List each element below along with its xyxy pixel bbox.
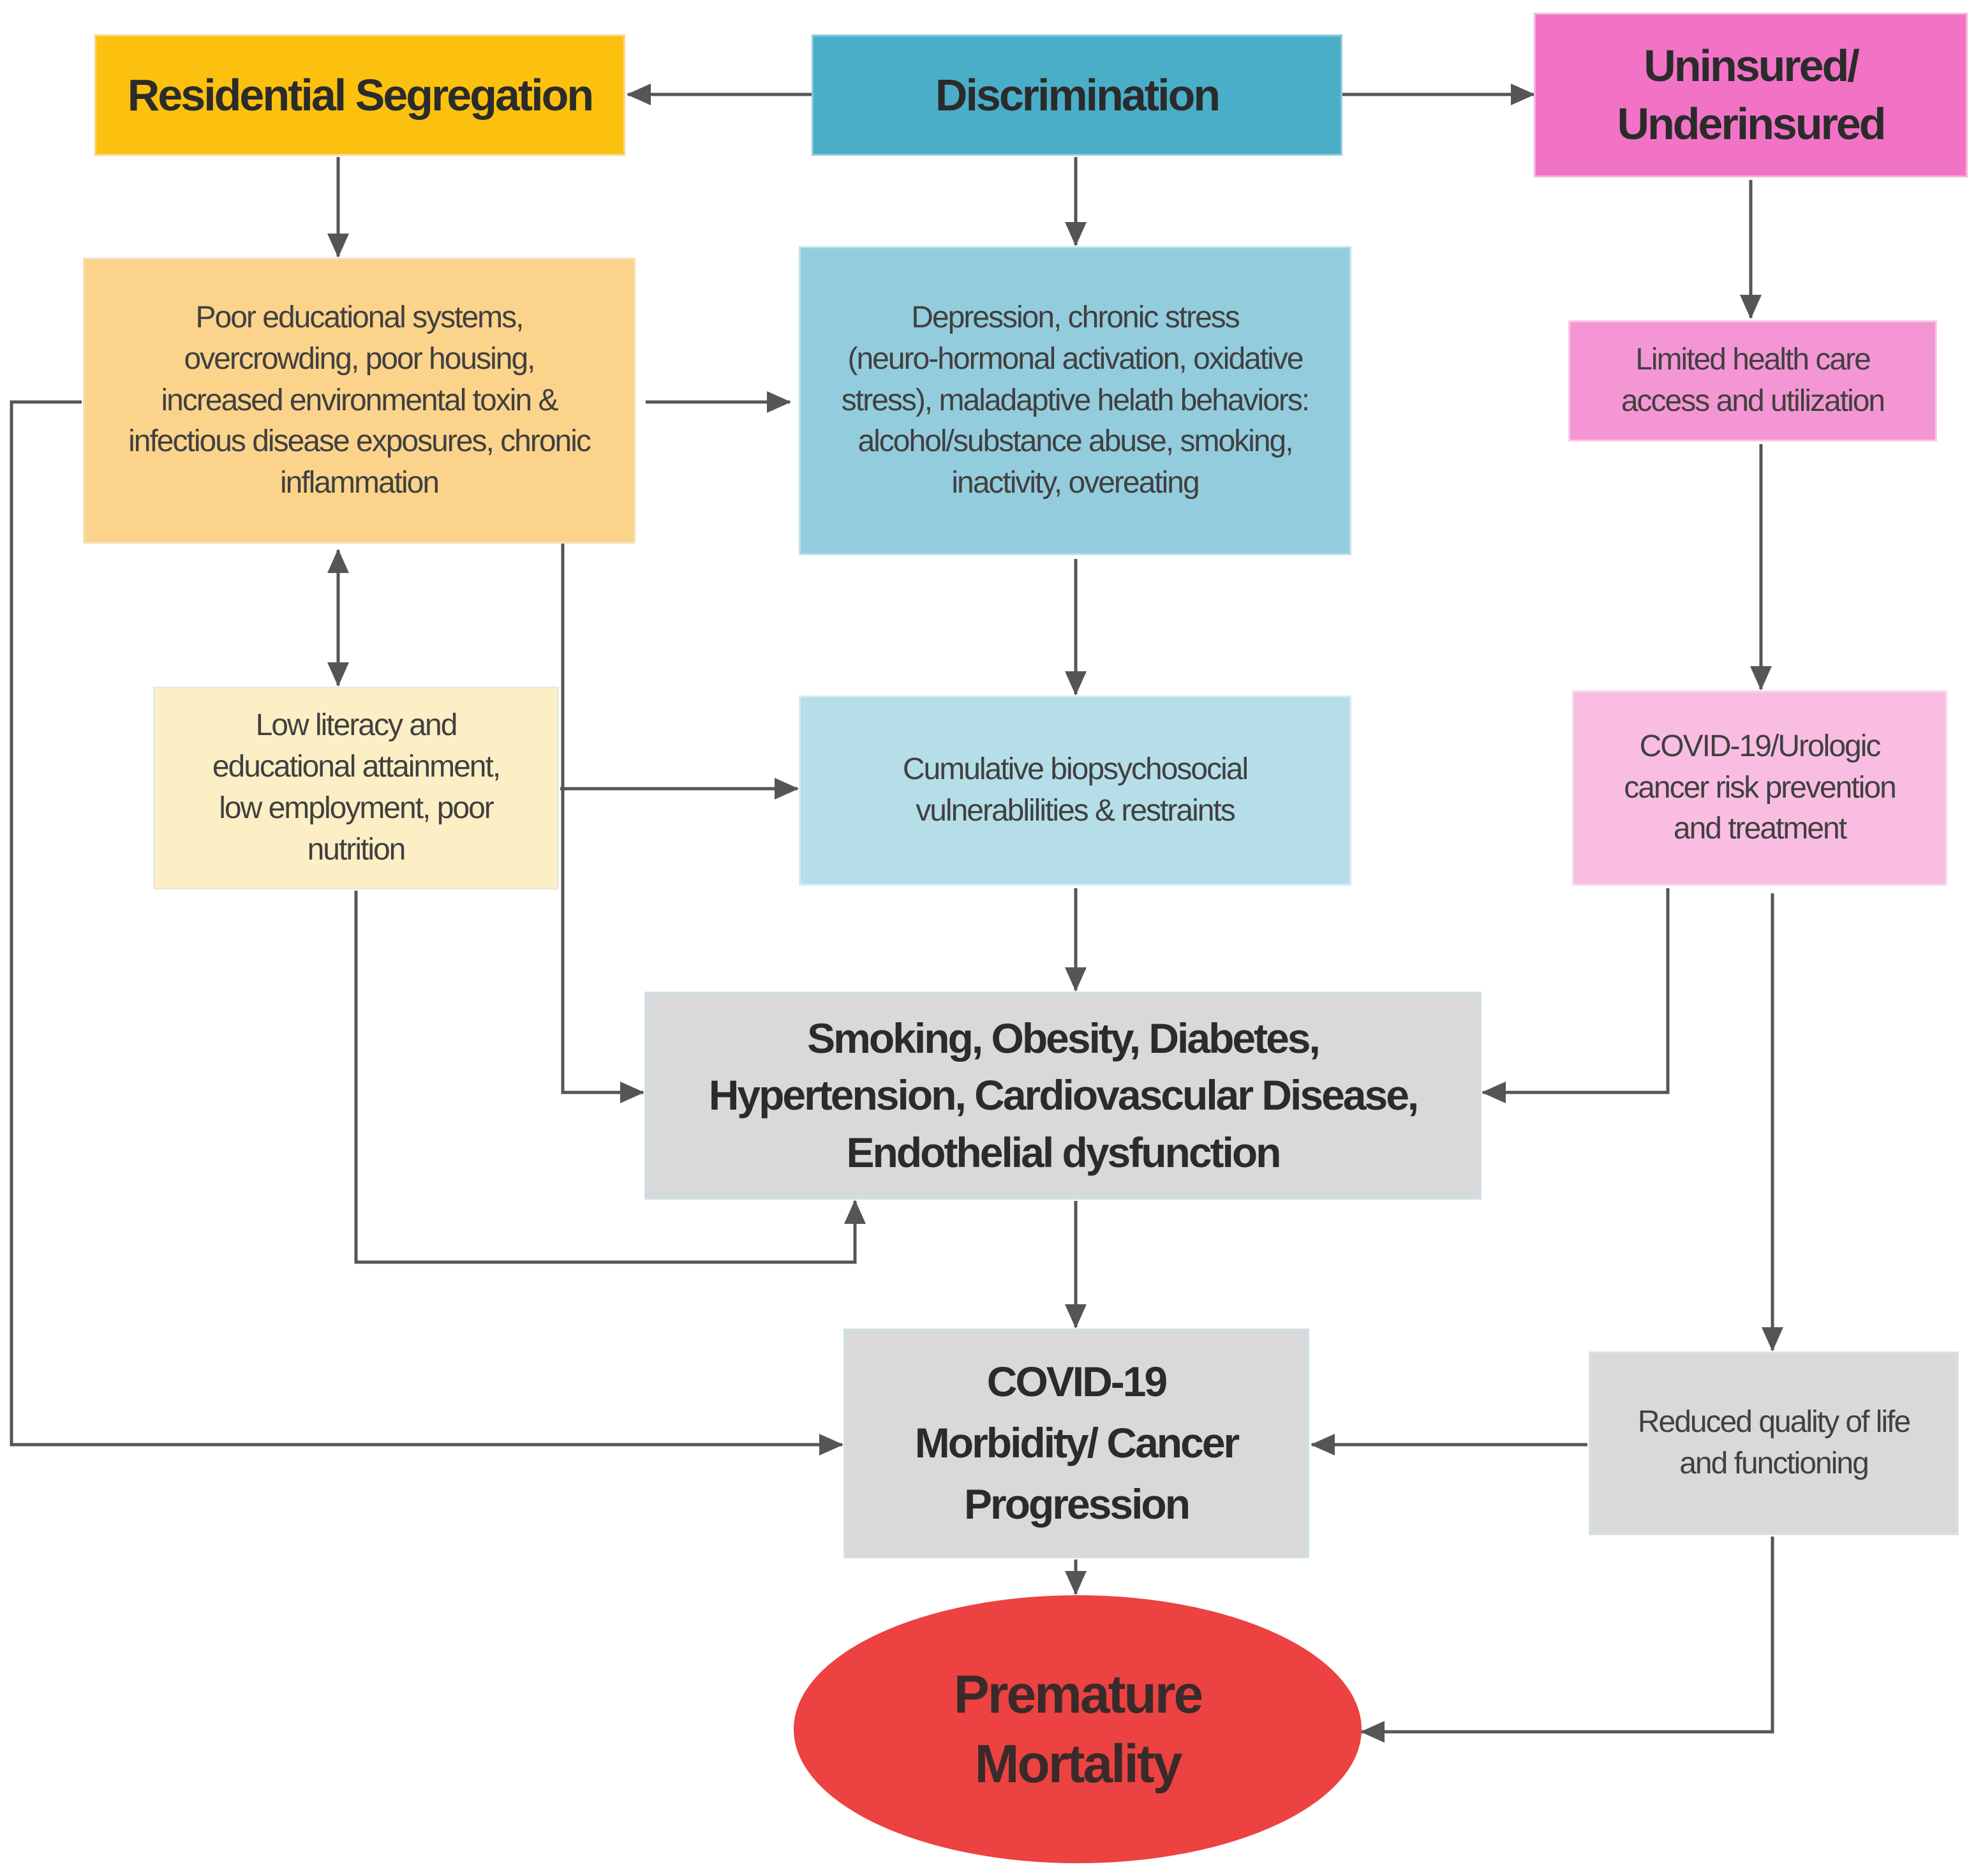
node-covid-urologic-prevention: COVID-19/Urologic cancer risk prevention… — [1572, 690, 1947, 886]
node-covid-morbidity-cancer-progression: COVID-19 Morbidity/ Cancer Progression — [843, 1329, 1309, 1558]
node-poor-educational-systems: Poor educational systems, overcrowding, … — [83, 258, 635, 544]
node-low-literacy: Low literacy and educational attainment,… — [153, 687, 559, 890]
edge-covid-urologic-to-comorbidities — [1482, 888, 1670, 1103]
node-comorbidities: Smoking, Obesity, Diabetes, Hypertension… — [644, 992, 1482, 1200]
node-residential-segregation: Residential Segregation — [94, 34, 625, 156]
node-premature-mortality: Premature Mortality — [794, 1595, 1362, 1863]
edge-poor-education-to-comorbidities — [561, 544, 644, 1103]
node-uninsured: Uninsured/ Underinsured — [1534, 13, 1968, 177]
node-cumulative-vulnerabilities: Cumulative biopsychosocial vulnerablilit… — [799, 696, 1351, 886]
edge-reduced-quality-to-mortality — [1360, 1537, 1774, 1743]
node-depression-chronic-stress: Depression, chronic stress (neuro-hormon… — [799, 246, 1351, 555]
node-reduced-quality-of-life: Reduced quality of life and functioning — [1589, 1351, 1959, 1535]
edge-low-literacy-to-comorbidities — [354, 891, 866, 1264]
node-limited-health-care-access: Limited health care access and utilizati… — [1568, 320, 1937, 442]
node-discrimination: Discrimination — [812, 34, 1342, 156]
edge-poor-education-to-covid-morbidity — [10, 400, 843, 1455]
